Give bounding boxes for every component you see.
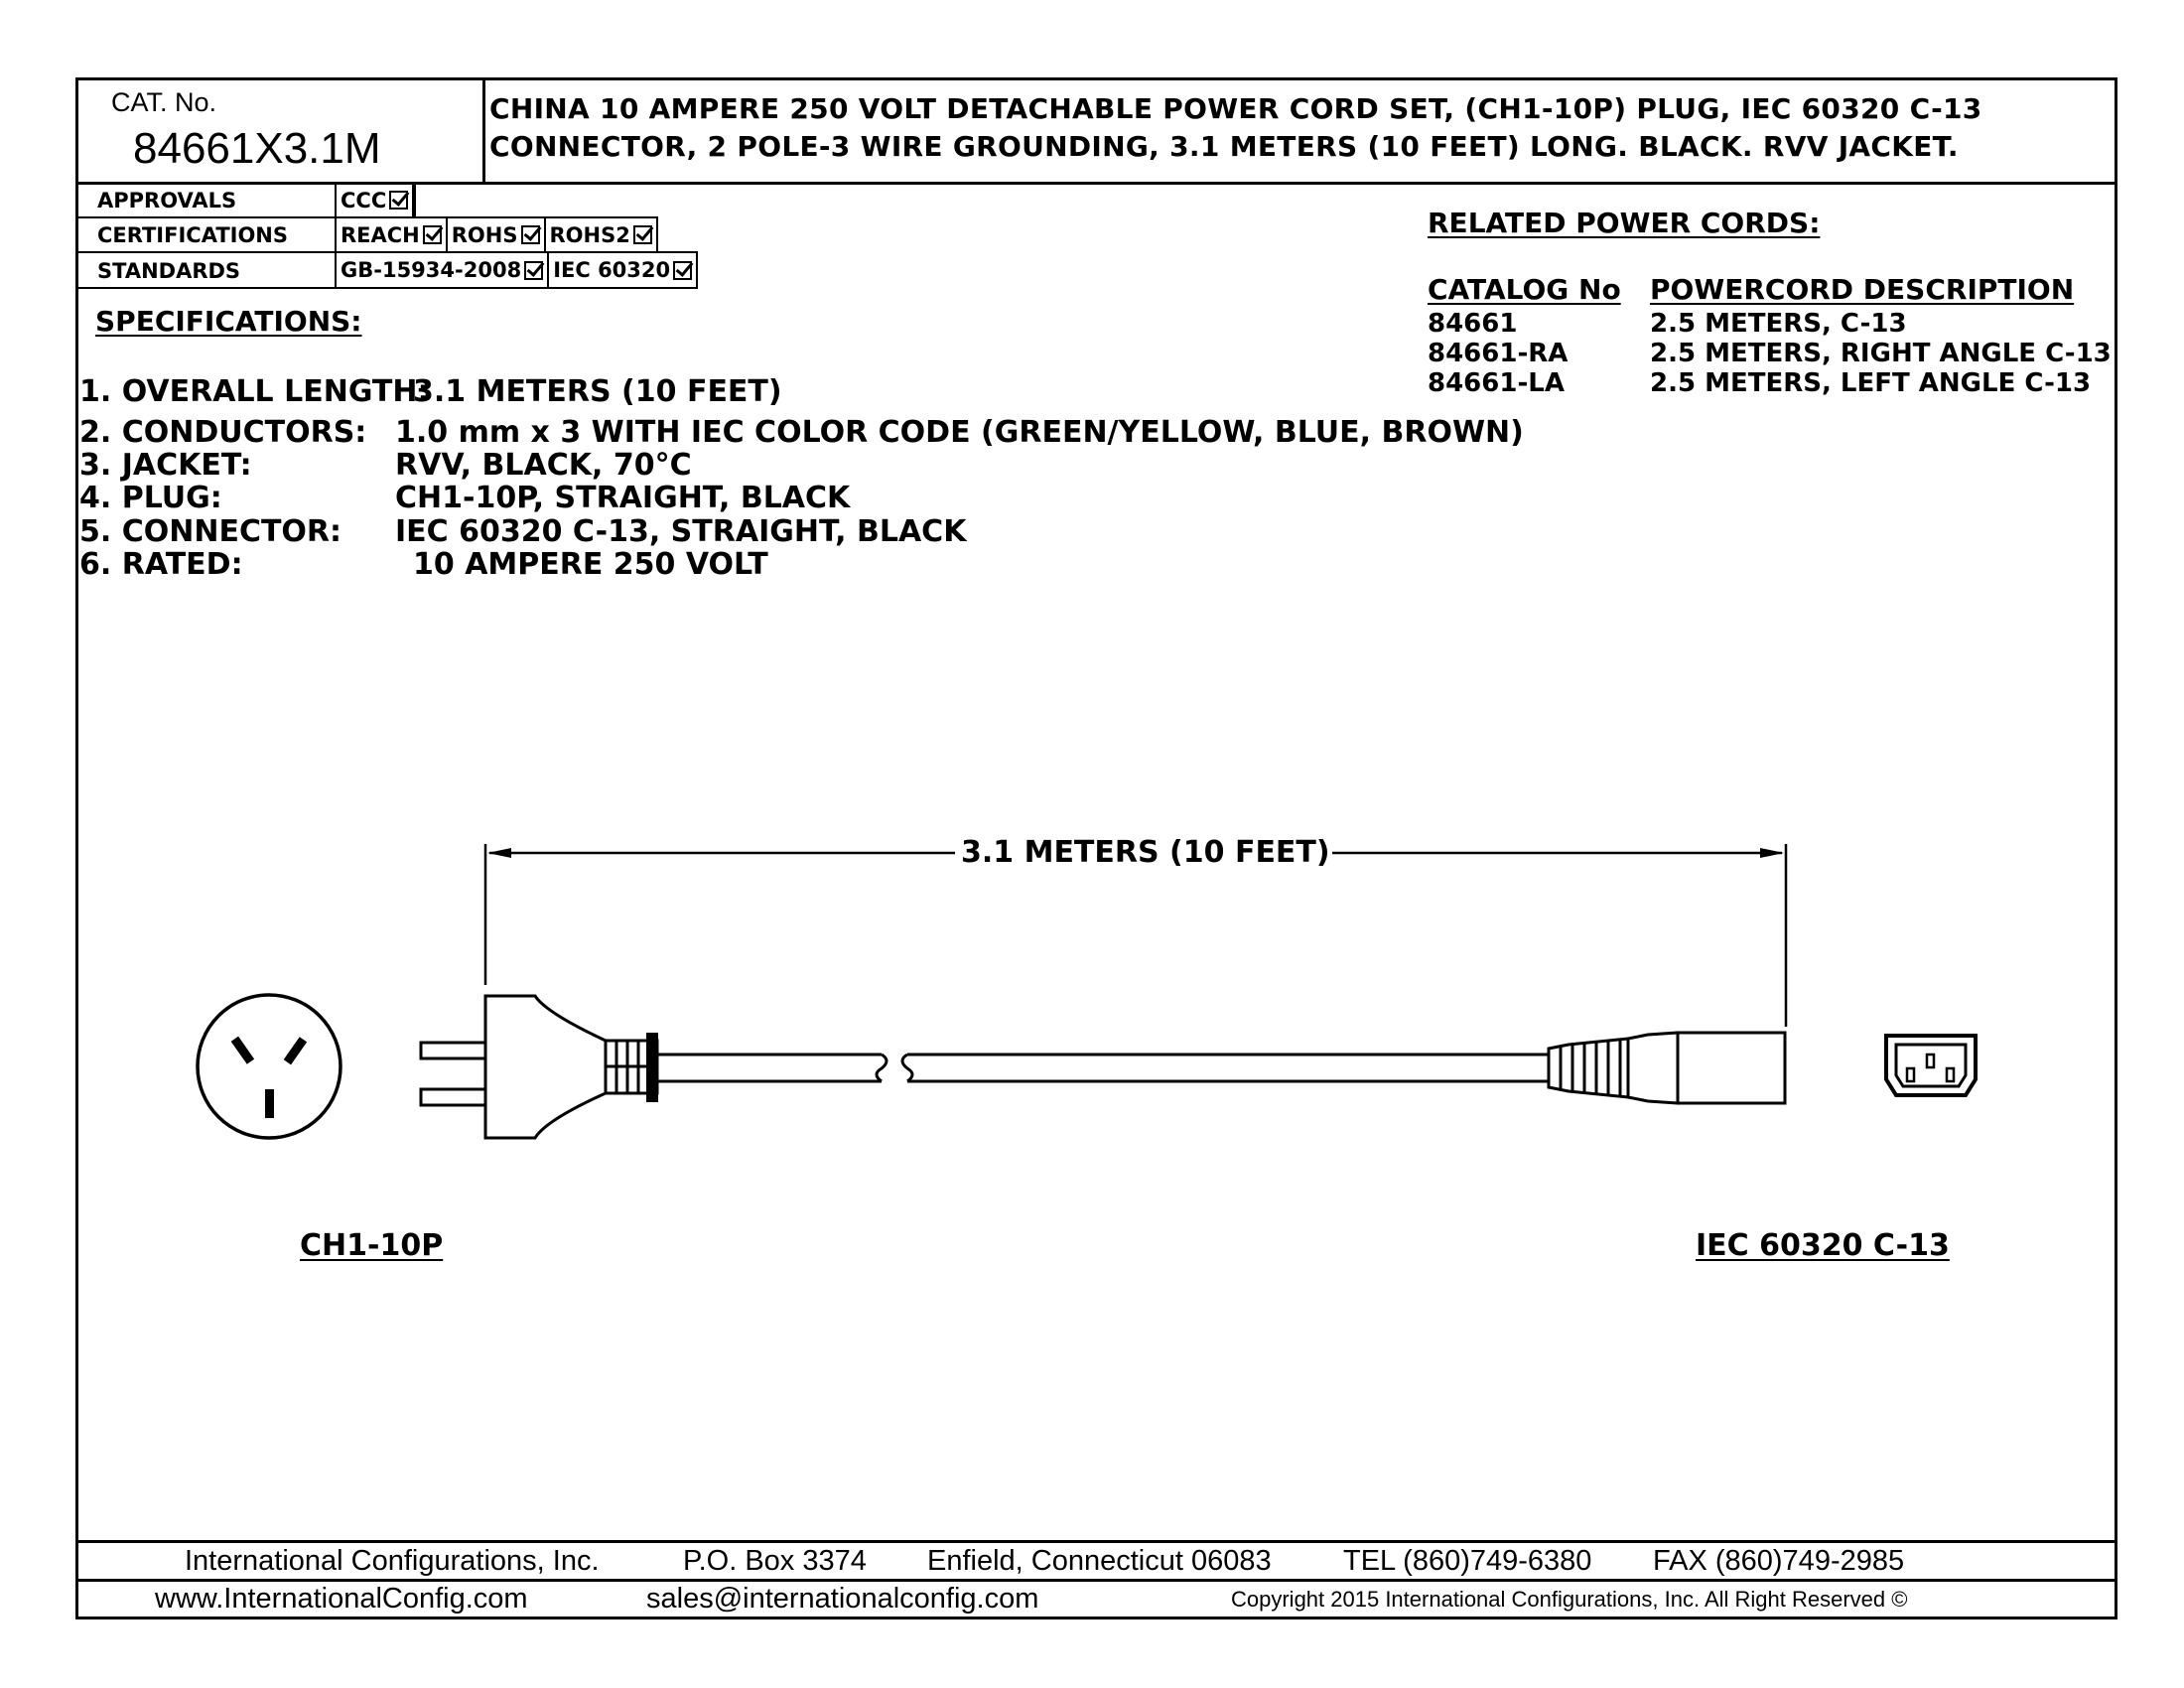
footer-po-box: P.O. Box 3374	[683, 1545, 867, 1577]
standards-label: STANDARDS	[97, 259, 241, 283]
description-line-1: CHINA 10 AMPERE 250 VOLT DETACHABLE POWE…	[489, 92, 1982, 125]
spec-row: 4. PLUG:	[79, 481, 222, 515]
checkbox-checked-icon	[389, 191, 409, 210]
spec-row: 5. CONNECTOR:	[79, 514, 342, 549]
approvals-values: CCC	[335, 182, 417, 218]
dimension-label: 3.1 METERS (10 FEET)	[959, 835, 1332, 870]
spec-row: 3. JACKET:	[79, 448, 252, 483]
related-description: 2.5 METERS, LEFT ANGLE C-13	[1650, 368, 2092, 398]
cert-rohs2: ROHS2	[546, 218, 658, 251]
related-col-catalog: CATALOG No	[1428, 273, 1621, 306]
spec-value: RVV, BLACK, 70°C	[395, 448, 692, 483]
related-description: 2.5 METERS, C-13	[1650, 309, 1907, 339]
checkbox-checked-icon	[524, 260, 544, 280]
plug-label: CH1-10P	[300, 1228, 444, 1263]
plug-boot-grip	[646, 1033, 658, 1102]
spec-row: 1. OVERALL LENGTH:	[79, 374, 430, 409]
standard-iec: IEC 60320	[549, 253, 699, 287]
footer-top-line	[75, 1540, 2117, 1543]
approvals-label: APPROVALS	[97, 189, 237, 212]
drawing-frame	[75, 77, 2117, 1619]
related-catalog: 84661-LA	[1428, 368, 1565, 398]
footer-email[interactable]: sales@internationalconfig.com	[646, 1583, 1039, 1615]
spec-value: IEC 60320 C-13, STRAIGHT, BLACK	[395, 514, 967, 549]
related-col-description: POWERCORD DESCRIPTION	[1650, 273, 2075, 306]
specifications-title: SPECIFICATIONS:	[95, 305, 362, 338]
footer-middle-line	[75, 1579, 2117, 1582]
footer-copyright: Copyright 2015 International Configurati…	[1231, 1587, 1908, 1612]
certifications-label: CERTIFICATIONS	[97, 223, 289, 247]
plug-side-view	[419, 994, 659, 1140]
connector-face-icon	[1884, 1034, 1978, 1097]
description-line-2: CONNECTOR, 2 POLE-3 WIRE GROUNDING, 3.1 …	[489, 130, 1959, 163]
approval-ccc: CCC	[337, 184, 415, 216]
spec-value: CH1-10P, STRAIGHT, BLACK	[395, 481, 851, 515]
title-block-divider	[482, 77, 485, 183]
spec-value: 10 AMPERE 250 VOLT	[413, 547, 768, 582]
footer-tel: TEL (860)749-6380	[1343, 1545, 1592, 1577]
related-catalog: 84661	[1428, 309, 1518, 339]
related-catalog: 84661-RA	[1428, 339, 1569, 368]
spec-row: 6. RATED:	[79, 547, 243, 582]
standard-gb: GB-15934-2008	[337, 253, 550, 287]
checkbox-checked-icon	[632, 225, 652, 244]
connector-label: IEC 60320 C-13	[1696, 1228, 1950, 1263]
connector-side-view	[1547, 1031, 1787, 1105]
standards-values: GB-15934-2008 IEC 60320	[335, 251, 699, 289]
cable	[658, 1053, 1549, 1083]
checkbox-checked-icon	[520, 225, 540, 244]
cat-label: CAT. No.	[111, 87, 217, 117]
footer-website[interactable]: www.InternationalConfig.com	[155, 1583, 528, 1615]
dimension-arrow-right	[1760, 848, 1784, 858]
spec-value: 3.1 METERS (10 FEET)	[413, 374, 782, 409]
spec-row: 2. CONDUCTORS:	[79, 415, 367, 450]
title-block-bottom-line	[75, 182, 2117, 185]
checkbox-checked-icon	[422, 225, 442, 244]
checkbox-checked-icon	[673, 260, 693, 280]
dimension-line	[483, 844, 1788, 1027]
related-description: 2.5 METERS, RIGHT ANGLE C-13	[1650, 339, 2112, 368]
dimension-arrow-left	[487, 848, 511, 858]
footer-fax: FAX (860)749-2985	[1653, 1545, 1905, 1577]
footer-city: Enfield, Connecticut 06083	[927, 1545, 1272, 1577]
cat-number: 84661X3.1M	[133, 124, 381, 173]
related-title: RELATED POWER CORDS:	[1428, 207, 1821, 239]
cert-rohs: ROHS	[448, 218, 546, 251]
plug-face-icon	[196, 993, 342, 1140]
cert-reach: REACH	[337, 218, 448, 251]
spec-value: 1.0 mm x 3 WITH IEC COLOR CODE (GREEN/YE…	[395, 415, 1524, 450]
footer-company: International Configurations, Inc.	[185, 1545, 600, 1577]
